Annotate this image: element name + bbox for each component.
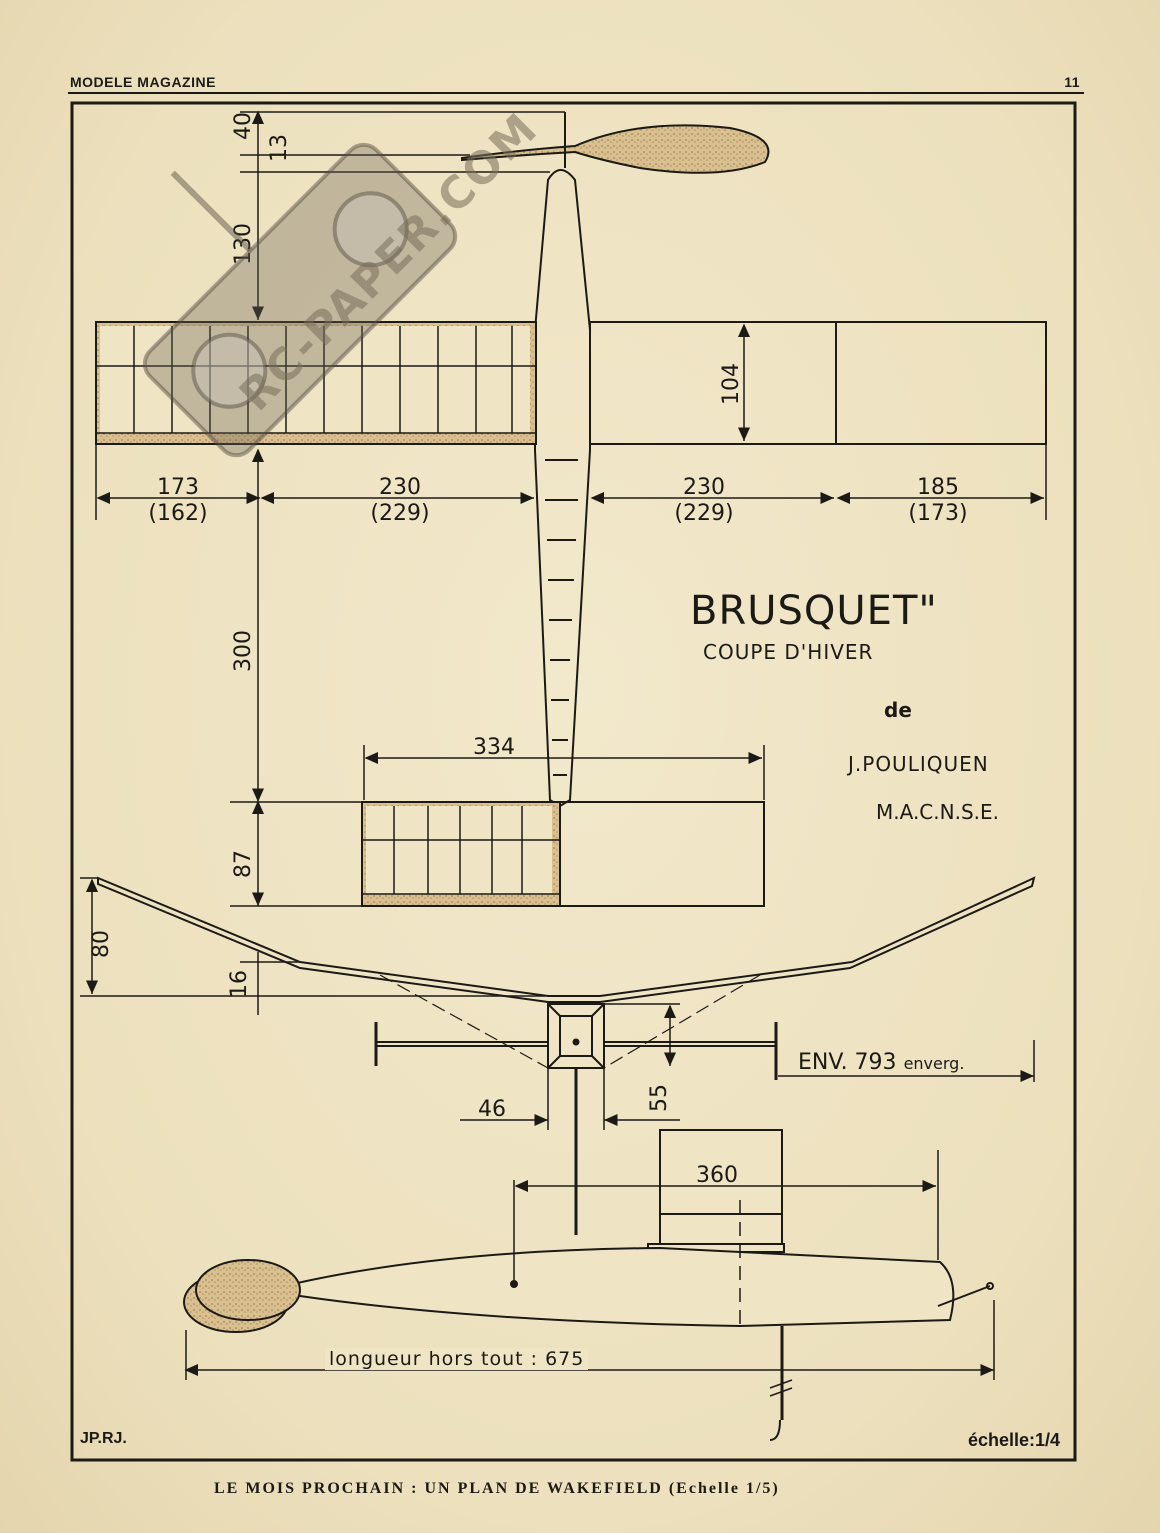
wingspan-suffix: enverg. (903, 1054, 965, 1073)
dim-46: 46 (478, 1097, 506, 1122)
fuselage-top-view (534, 169, 591, 808)
magazine-name: MODELE MAGAZINE (70, 74, 216, 90)
dim-334: 334 (473, 735, 515, 760)
title-by: de (884, 698, 912, 722)
header-rule (68, 92, 1084, 94)
author-name: J.POULIQUEN (848, 752, 989, 776)
propeller-side-view (183, 1259, 301, 1333)
dim-wing-seg1-alt: (162) (148, 501, 207, 526)
dim-wing-seg4: 185 (917, 475, 959, 500)
overall-length: longueur hors tout : 675 (325, 1348, 589, 1370)
dim-wing-seg2: 230 (379, 475, 421, 500)
propeller-top-view (461, 112, 770, 174)
dim-360: 360 (696, 1163, 738, 1188)
dim-wing-seg1: 173 (157, 475, 199, 500)
dim-40: 40 (231, 112, 256, 140)
club-name: M.A.C.N.S.E. (876, 800, 999, 824)
wing-top-view (95, 321, 1047, 445)
dim-wing-seg4-alt: (173) (908, 501, 967, 526)
draftsman-signature: JP.RJ. (80, 1430, 127, 1447)
dim-wing-seg2-alt: (229) (370, 501, 429, 526)
footer-announcement: LE MOIS PROCHAIN : UN PLAN DE WAKEFIELD … (214, 1480, 780, 1497)
dim-130: 130 (231, 223, 256, 265)
side-view (184, 1129, 995, 1441)
dim-wing-seg3: 230 (683, 475, 725, 500)
wingspan-label: ENV. 793 enverg. (798, 1050, 964, 1075)
dim-16: 16 (227, 970, 252, 998)
page-number: 11 (1064, 74, 1080, 90)
wingspan-value: ENV. 793 (798, 1050, 897, 1075)
dim-104: 104 (719, 363, 744, 405)
stabilizer-top-view: 334 (230, 735, 765, 907)
dim-80: 80 (89, 930, 114, 958)
dim-300: 300 (231, 630, 256, 672)
model-name: BRUSQUET" (690, 588, 938, 634)
front-view (80, 876, 1036, 1235)
drawing-scale: échelle:1/4 (967, 1430, 1060, 1450)
plan-frame (70, 101, 1077, 1462)
dim-87: 87 (231, 850, 256, 878)
dim-55: 55 (647, 1084, 672, 1112)
dim-13: 13 (267, 134, 292, 162)
model-category: COUPE D'HIVER (703, 640, 874, 664)
dim-wing-seg3-alt: (229) (674, 501, 733, 526)
